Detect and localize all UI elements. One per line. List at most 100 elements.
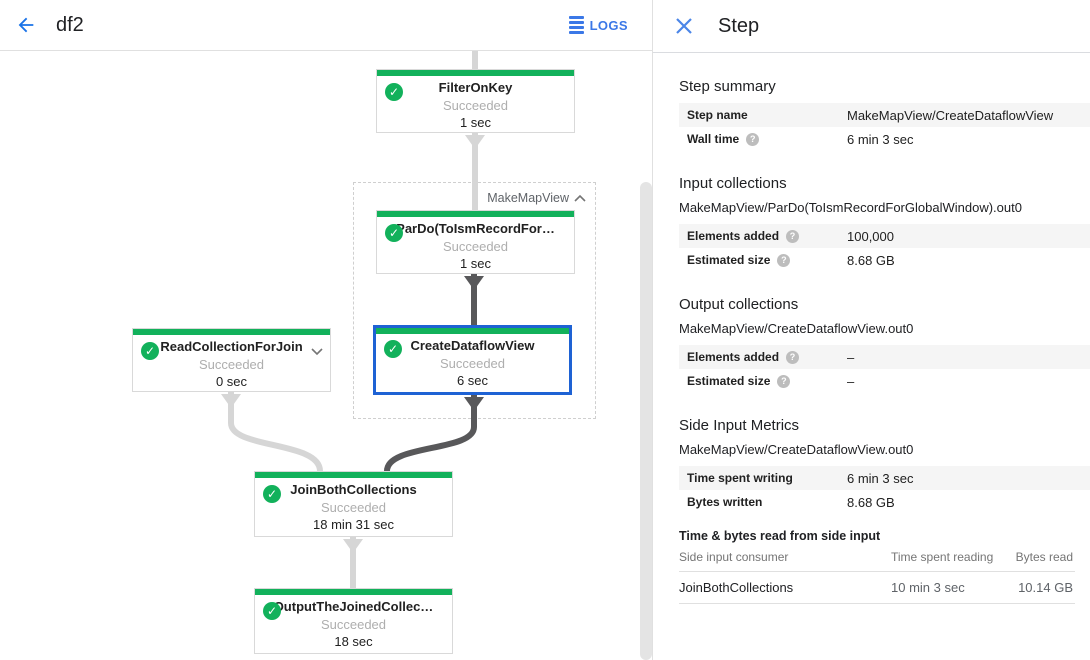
step-time: 18 min 31 sec: [313, 517, 394, 532]
step-node-filteronkey[interactable]: ✓ FilterOnKey Succeeded 1 sec: [376, 69, 575, 133]
input-collections-rows: Elements added? 100,000 Estimated size? …: [679, 224, 1090, 272]
top-app-bar: df2 LOGS: [0, 0, 652, 51]
step-name: ParDo(ToIsmRecordFor…: [396, 221, 555, 236]
status-bar-success: [133, 329, 330, 335]
cell-bytes-read: 10.14 GB: [1004, 571, 1075, 604]
step-status: Succeeded: [442, 239, 509, 254]
cell-time-reading: 10 min 3 sec: [891, 571, 1004, 604]
step-node-readcollectionforjoin[interactable]: ✓ ReadCollectionForJoin Succeeded 0 sec: [132, 328, 331, 392]
output-collection-name: MakeMapView/CreateDataflowView.out0: [679, 321, 914, 336]
col-bytes-read: Bytes read: [1004, 545, 1075, 572]
graph-vertical-scrollbar[interactable]: [640, 182, 652, 660]
step-time: 1 sec: [459, 256, 492, 271]
kv-label: Time spent writing: [687, 471, 793, 485]
kv-value: 8.68 GB: [847, 494, 895, 510]
kv-value: 100,000: [847, 228, 894, 244]
kv-label: Elements added: [687, 229, 780, 243]
logs-button-label: LOGS: [589, 17, 628, 33]
logs-button[interactable]: LOGS: [568, 16, 628, 34]
kv-label: Estimated size: [687, 253, 771, 267]
graph-edges: [221, 51, 485, 588]
step-name: JoinBothCollections: [290, 482, 417, 497]
kv-value: MakeMapView/CreateDataflowView: [847, 107, 1054, 123]
help-icon[interactable]: ?: [777, 374, 791, 388]
help-icon[interactable]: ?: [786, 350, 800, 364]
step-node-pardo-toismrecord[interactable]: ✓ ParDo(ToIsmRecordFor… Succeeded 1 sec: [376, 210, 575, 274]
step-status: Succeeded: [439, 356, 506, 371]
status-bar-success: [377, 70, 574, 76]
step-time: 0 sec: [215, 374, 248, 389]
job-title: df2: [56, 13, 84, 36]
step-node-joinbothcollections[interactable]: ✓ JoinBothCollections Succeeded 18 min 3…: [254, 471, 453, 537]
kv-row-time-spent-writing: Time spent writing 6 min 3 sec: [679, 466, 1090, 490]
step-name: FilterOnKey: [438, 80, 513, 95]
makemapview-group-toggle[interactable]: MakeMapView: [487, 191, 586, 205]
kv-label: Wall time: [687, 132, 740, 146]
chevron-down-icon[interactable]: [311, 343, 323, 361]
group-label: MakeMapView: [487, 191, 569, 205]
step-name: CreateDataflowView: [410, 338, 535, 353]
section-heading-side-input-metrics: Side Input Metrics: [679, 417, 800, 434]
kv-label: Step name: [687, 108, 748, 122]
kv-label: Elements added: [687, 350, 780, 364]
table-header-row: Side input consumer Time spent reading B…: [679, 545, 1075, 572]
check-circle-icon: ✓: [263, 602, 281, 620]
check-circle-icon: ✓: [141, 342, 159, 360]
status-bar-success: [255, 589, 452, 595]
step-status: Succeeded: [320, 617, 387, 632]
kv-row-elements-added: Elements added? –: [679, 345, 1090, 369]
step-details-panel: Step Step summary Step name MakeMapView/…: [652, 0, 1090, 660]
status-bar-success: [377, 211, 574, 217]
section-heading-step-summary: Step summary: [679, 78, 776, 95]
col-time-spent-reading: Time spent reading: [891, 545, 1004, 572]
side-input-collection-name: MakeMapView/CreateDataflowView.out0: [679, 442, 914, 457]
panel-title: Step: [718, 14, 760, 37]
status-bar-success: [376, 328, 569, 334]
step-time: 1 sec: [459, 115, 492, 130]
step-status: Succeeded: [320, 500, 387, 515]
check-circle-icon: ✓: [385, 83, 403, 101]
help-icon[interactable]: ?: [746, 132, 760, 146]
step-status: Succeeded: [442, 98, 509, 113]
kv-label: Bytes written: [687, 495, 763, 509]
step-status: Succeeded: [198, 357, 265, 372]
side-input-table-heading: Time & bytes read from side input: [679, 529, 881, 543]
kv-row-estimated-size: Estimated size? –: [679, 369, 1090, 393]
kv-value: –: [847, 349, 855, 365]
kv-value: –: [847, 373, 855, 389]
check-circle-icon: ✓: [263, 485, 281, 503]
back-arrow-icon[interactable]: [14, 13, 38, 37]
step-summary-rows: Step name MakeMapView/CreateDataflowView…: [679, 103, 1090, 151]
check-circle-icon: ✓: [385, 224, 403, 242]
side-input-metrics-rows: Time spent writing 6 min 3 sec Bytes wri…: [679, 466, 1090, 514]
check-circle-icon: ✓: [384, 340, 402, 358]
kv-row-bytes-written: Bytes written 8.68 GB: [679, 490, 1090, 514]
kv-value: 6 min 3 sec: [847, 131, 914, 147]
kv-value: 6 min 3 sec: [847, 470, 914, 486]
step-time: 6 sec: [456, 373, 489, 388]
col-side-input-consumer: Side input consumer: [679, 545, 891, 572]
output-collections-rows: Elements added? – Estimated size? –: [679, 345, 1090, 393]
step-node-createdataflowview-selected[interactable]: ✓ CreateDataflowView Succeeded 6 sec: [373, 325, 572, 395]
input-collection-name: MakeMapView/ParDo(ToIsmRecordForGlobalWi…: [679, 200, 1022, 215]
step-time: 18 sec: [334, 634, 373, 649]
kv-row-step-name: Step name MakeMapView/CreateDataflowView: [679, 103, 1090, 127]
logs-icon: [568, 16, 584, 34]
help-icon[interactable]: ?: [777, 253, 791, 267]
close-icon[interactable]: [674, 16, 694, 36]
side-input-consumers-table: Side input consumer Time spent reading B…: [679, 545, 1075, 604]
step-node-outputthejoinedcollection[interactable]: ✓ OutputTheJoinedCollec… Succeeded 18 se…: [254, 588, 453, 654]
kv-value: 8.68 GB: [847, 252, 895, 268]
step-name: OutputTheJoinedCollec…: [273, 599, 434, 614]
status-bar-success: [255, 472, 452, 478]
section-heading-input-collections: Input collections: [679, 175, 787, 192]
chevron-up-icon: [574, 194, 586, 202]
table-row: JoinBothCollections 10 min 3 sec 10.14 G…: [679, 571, 1075, 604]
job-graph-canvas[interactable]: MakeMapView ✓ FilterOnKey Succeeded 1 se…: [0, 51, 652, 660]
step-name: ReadCollectionForJoin: [160, 339, 303, 354]
kv-label: Estimated size: [687, 374, 771, 388]
help-icon[interactable]: ?: [786, 229, 800, 243]
panel-header: Step: [653, 0, 1090, 53]
kv-row-elements-added: Elements added? 100,000: [679, 224, 1090, 248]
kv-row-estimated-size: Estimated size? 8.68 GB: [679, 248, 1090, 272]
